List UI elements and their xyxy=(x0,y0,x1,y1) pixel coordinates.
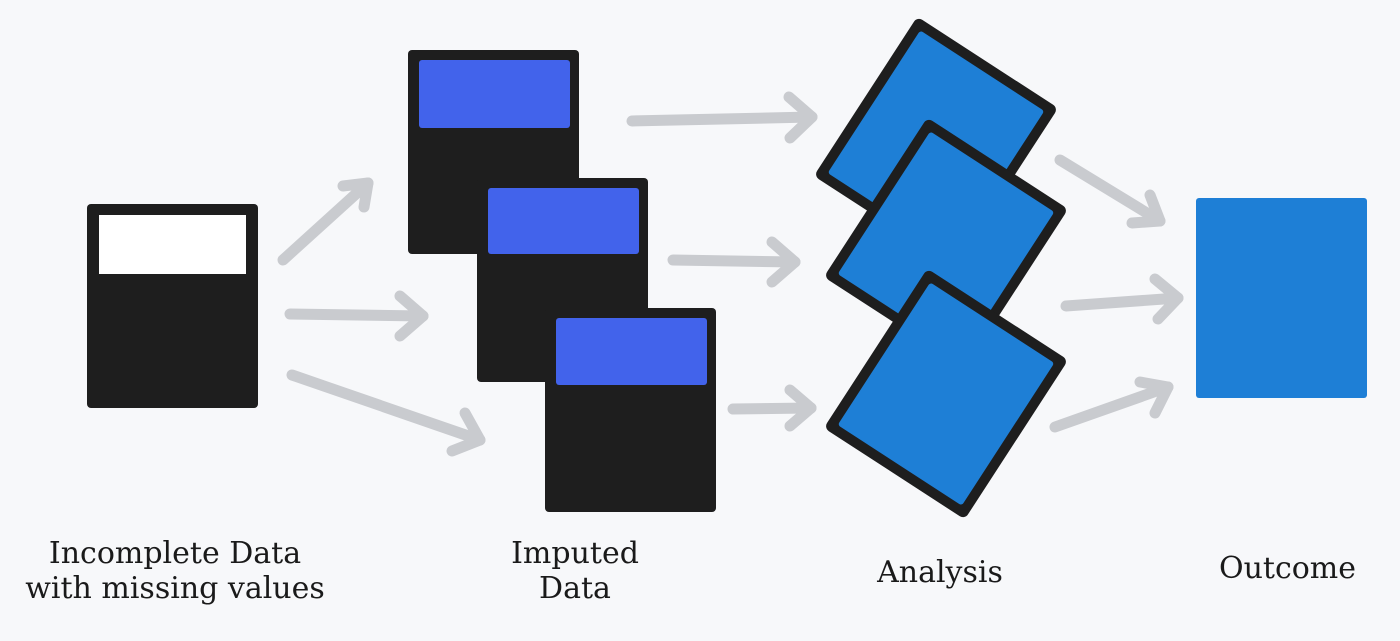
imputed-data-label: Imputed Data xyxy=(470,536,680,606)
incomplete-data-block xyxy=(87,204,258,408)
outcome-block xyxy=(1196,198,1367,398)
imputed-data-label-line2: Data xyxy=(539,571,611,606)
analysis-card-2 xyxy=(826,119,1066,367)
analysis-label-text: Analysis xyxy=(877,555,1003,590)
missing-values-region xyxy=(99,215,246,274)
imputed-values-region xyxy=(556,318,707,385)
arrow-imputed-to-analysis-3 xyxy=(727,384,817,432)
analysis-card-3 xyxy=(826,270,1066,518)
arrow-analysis-to-outcome-3 xyxy=(1049,376,1174,433)
arrow-analysis-to-outcome-2 xyxy=(1060,273,1184,325)
outcome-label-text: Outcome xyxy=(1218,551,1357,586)
arrow-imputed-to-analysis-1 xyxy=(626,91,818,144)
analysis-label: Analysis xyxy=(840,555,1040,590)
outcome-label: Outcome xyxy=(1185,551,1390,586)
incomplete-data-label-line2: with missing values xyxy=(25,571,325,606)
arrow-incomplete-to-imputed-2 xyxy=(284,290,429,342)
arrow-incomplete-to-imputed-3 xyxy=(286,369,486,457)
imputed-values-region xyxy=(419,60,570,128)
imputed-data-block-3 xyxy=(545,308,716,512)
incomplete-data-label-line1: Incomplete Data xyxy=(48,536,302,571)
imputed-values-region xyxy=(488,188,639,254)
arrow-incomplete-to-imputed-1 xyxy=(277,177,374,266)
imputed-data-label-line1: Imputed xyxy=(511,536,639,571)
arrow-imputed-to-analysis-2 xyxy=(667,236,801,288)
incomplete-data-label: Incomplete Data with missing values xyxy=(20,536,330,606)
arrow-analysis-to-outcome-1 xyxy=(1054,154,1166,229)
